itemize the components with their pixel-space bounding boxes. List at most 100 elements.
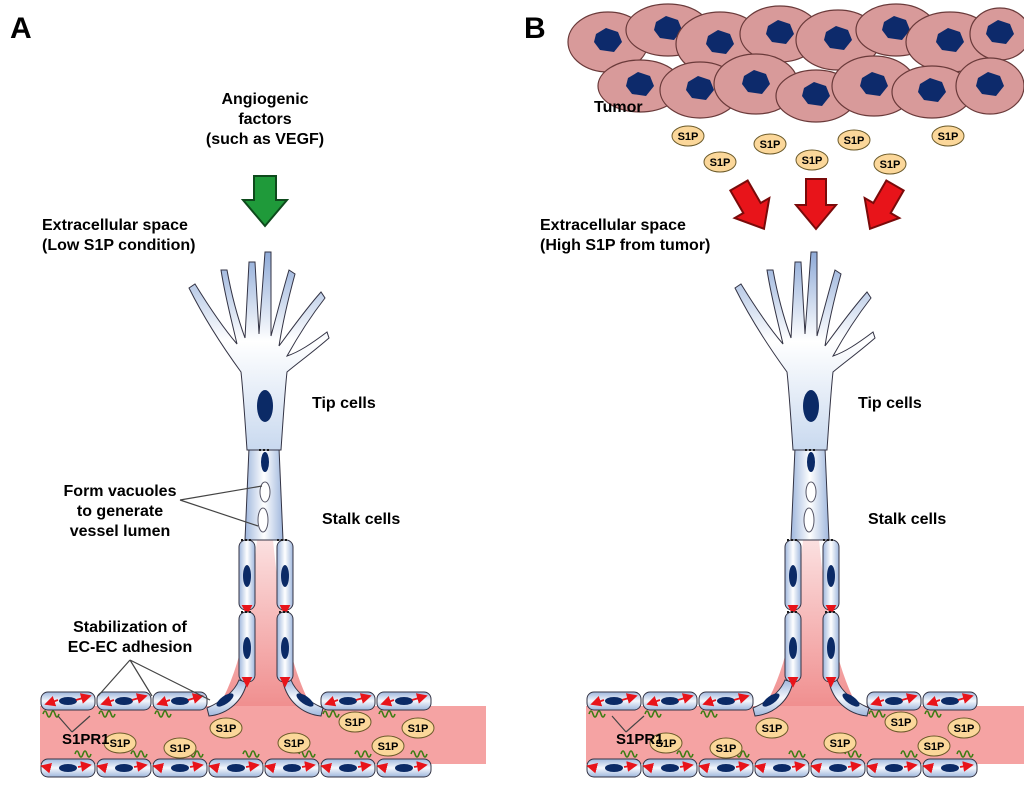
s1p-label: S1P xyxy=(710,157,731,169)
vegf-arrow-icon xyxy=(240,175,290,228)
adhesion-arrow-icon xyxy=(903,761,918,772)
space-label-b-line1: Extracellular space xyxy=(540,217,686,234)
adhesion-arrow-icon xyxy=(152,762,165,774)
s1p-ellipse xyxy=(371,735,405,757)
vacuole-pointer-lines xyxy=(179,485,263,527)
s1p-molecule: S1P xyxy=(795,149,829,171)
s1p-molecule: S1P xyxy=(709,737,743,759)
factors-label-line1: Angiogenic xyxy=(221,91,308,108)
s1p-molecule: S1P xyxy=(338,711,372,733)
stabilization-label-line2: EC-EC adhesion xyxy=(68,639,192,656)
receptor-label-a: S1PR1 xyxy=(62,731,110,748)
cell-nucleus xyxy=(717,697,735,705)
s1p-molecule: S1P xyxy=(371,735,405,757)
adhesion-arrow-icon xyxy=(189,761,204,772)
s1p-label: S1P xyxy=(844,135,865,147)
tip-cells-label-b: Tip cells xyxy=(858,395,922,412)
cell-nucleus xyxy=(395,697,413,705)
cell-nucleus xyxy=(885,764,903,772)
s1p-molecule: S1P xyxy=(703,151,737,173)
tip-cell-nucleus xyxy=(803,390,819,422)
adhesion-arrow-icon xyxy=(355,693,372,704)
tumor-nucleus xyxy=(742,70,770,94)
cell-nucleus xyxy=(827,565,835,587)
cell-nucleus xyxy=(717,764,735,772)
adhesion-arrow-icon xyxy=(324,696,339,707)
s1p-ellipse xyxy=(884,711,918,733)
cell-nucleus xyxy=(807,452,815,472)
s1p-label: S1P xyxy=(110,738,131,750)
stalk-cells-label-a: Stalk cells xyxy=(322,511,400,528)
s1p-ellipse xyxy=(947,717,981,739)
vacuole xyxy=(259,481,271,503)
cell-nucleus xyxy=(296,693,314,707)
s1p-ellipse xyxy=(917,735,951,757)
adhesion-arrow-icon xyxy=(44,696,59,707)
cell-nucleus xyxy=(59,697,77,705)
adhesion-arrow-icon xyxy=(301,761,316,772)
s1p-ellipse xyxy=(753,133,787,155)
adhesion-arrow-icon xyxy=(77,761,92,772)
s1p-ellipse xyxy=(703,151,737,173)
cell-nucleus xyxy=(59,764,77,772)
cell-nucleus xyxy=(661,764,679,772)
s1p-label: S1P xyxy=(716,743,737,755)
s1p-molecule: S1P xyxy=(163,737,197,759)
s1p-molecule: S1P xyxy=(649,732,683,754)
tip-cell xyxy=(734,251,876,451)
adhesion-arrow-icon xyxy=(702,696,717,707)
adhesion-arrow-icon xyxy=(245,761,260,772)
adhesion-arrow-icon xyxy=(590,696,605,707)
adhesion-arrow-icon xyxy=(646,696,661,707)
vacuole xyxy=(805,481,817,503)
s1p-ellipse xyxy=(709,737,743,759)
adhesion-arrow-icon xyxy=(791,761,806,772)
s1pr1-receptor-icon xyxy=(242,750,260,758)
s1p-ellipse xyxy=(755,717,789,739)
s1p-molecule: S1P xyxy=(209,717,243,739)
s1p-ellipse xyxy=(795,149,829,171)
cell-nucleus xyxy=(605,697,623,705)
s1p-ellipse xyxy=(823,732,857,754)
tumor-arrow-icon-right xyxy=(863,179,906,231)
adhesion-arrow-icon xyxy=(156,696,171,707)
vacuoles-label-line2: to generate xyxy=(77,503,163,520)
s1pr1-receptor-icon xyxy=(956,750,974,758)
cell-nucleus xyxy=(762,693,780,707)
factors-label-line3: (such as VEGF) xyxy=(206,131,324,148)
vacuole xyxy=(257,507,269,533)
cell-nucleus xyxy=(171,764,189,772)
adhesion-arrow-icon xyxy=(957,693,974,704)
cell-nucleus xyxy=(243,565,251,587)
cell-nucleus xyxy=(842,693,860,707)
s1p-label: S1P xyxy=(216,723,237,735)
adhesion-arrow-icon xyxy=(754,762,767,774)
adhesion-arrow-icon xyxy=(866,762,879,774)
tumor-arrow-icon-center xyxy=(793,178,839,231)
tip-cell xyxy=(188,251,330,451)
s1p-molecule: S1P xyxy=(873,153,907,175)
cell-nucleus xyxy=(227,764,245,772)
s1p-molecule: S1P xyxy=(917,735,951,757)
s1p-label: S1P xyxy=(678,131,699,143)
adhesion-arrow-icon xyxy=(642,762,655,774)
adhesion-arrow-icon xyxy=(133,761,148,772)
s1pr1-receptor-icon xyxy=(924,710,942,718)
tumor-nucleus xyxy=(936,28,964,52)
s1p-ellipse xyxy=(401,717,435,739)
cell-nucleus xyxy=(605,764,623,772)
tumor-nucleus xyxy=(918,78,946,102)
tumor-nucleus xyxy=(824,26,852,50)
s1p-molecule: S1P xyxy=(931,125,965,147)
adhesion-arrow-icon xyxy=(75,693,92,704)
adhesion-arrow-icon xyxy=(901,693,918,704)
s1pr1-receptor-icon xyxy=(410,750,428,758)
adhesion-arrow-icon xyxy=(870,696,885,707)
cell-nucleus xyxy=(243,637,251,659)
tumor-nucleus xyxy=(986,20,1014,44)
s1p-ellipse xyxy=(163,737,197,759)
s1p-ellipse xyxy=(209,717,243,739)
